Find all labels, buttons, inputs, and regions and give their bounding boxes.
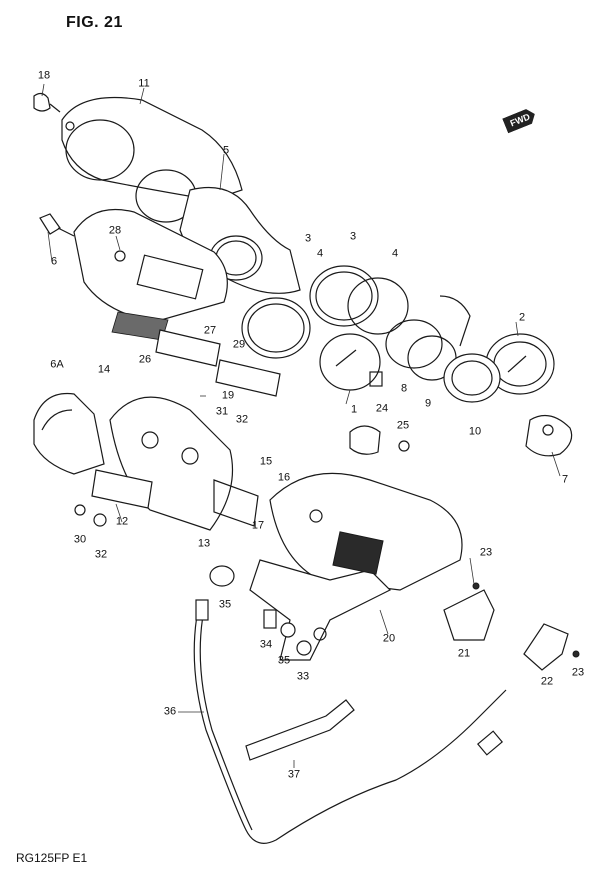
part-6-bulb-socket (39, 213, 75, 237)
leader-lines (41, 83, 561, 768)
callout-35-second: 35 (277, 654, 291, 667)
part-18-screw (33, 92, 61, 113)
part-3-4-meter-rings (241, 265, 457, 381)
callout-34: 34 (259, 638, 273, 651)
callout-25: 25 (396, 419, 410, 432)
part-37-cable-clamp (245, 699, 355, 761)
part-6a-lower-case (33, 392, 105, 475)
part-23-screws (472, 582, 580, 658)
callout-29: 29 (232, 338, 246, 351)
callout-36: 36 (163, 705, 177, 718)
callout-12: 12 (115, 515, 129, 528)
callout-3-second: 3 (349, 230, 357, 243)
callout-13: 13 (197, 537, 211, 550)
part-30-32-grommets (74, 504, 107, 527)
callout-32: 32 (235, 413, 249, 426)
part-13-base-plate (91, 396, 259, 531)
callout-10: 10 (468, 425, 482, 438)
part-7-rear-cover (525, 414, 573, 457)
callout-11: 11 (138, 77, 150, 90)
callout-23: 23 (479, 546, 493, 559)
callout-30: 30 (73, 533, 87, 546)
part-36-speedometer-cable (193, 599, 507, 844)
callout-28: 28 (108, 224, 122, 237)
callout-16: 16 (277, 471, 291, 484)
part-21-stay (443, 589, 495, 641)
callout-24: 24 (375, 402, 389, 415)
part-33-34-35-fasteners (209, 565, 312, 656)
part-lower-cover (73, 208, 228, 323)
callout-9: 9 (424, 397, 432, 410)
callout-17: 17 (251, 519, 265, 532)
part-20-meter-bracket (249, 472, 463, 661)
callout-1: 1 (350, 403, 358, 416)
callout-22: 22 (540, 675, 554, 688)
part-24-lamp-socket (349, 425, 410, 455)
callout-5: 5 (222, 144, 230, 157)
callout-4: 4 (316, 247, 324, 260)
callout-8: 8 (400, 382, 408, 395)
callout-6: 6 (50, 255, 58, 268)
callout-18: 18 (37, 69, 51, 82)
callout-7: 7 (561, 473, 569, 486)
callout-4-second: 4 (391, 247, 399, 260)
callout-32-second: 32 (94, 548, 108, 561)
callout-19: 19 (221, 389, 235, 402)
callout-26: 26 (138, 353, 152, 366)
callout-21: 21 (457, 647, 471, 660)
callout-20: 20 (382, 632, 396, 645)
part-26-indicator-plate (111, 311, 281, 397)
callout-15: 15 (259, 455, 273, 468)
callout-6a: 6A (50, 358, 64, 371)
callout-3: 3 (304, 232, 312, 245)
callout-35: 35 (218, 598, 232, 611)
callout-2: 2 (518, 311, 526, 324)
callout-37: 37 (287, 768, 301, 781)
figure-title: FIG. 21 (66, 14, 123, 31)
part-22-stay (523, 623, 569, 671)
part-10-ring (439, 295, 501, 403)
model-code-label: RG125FP E1 (16, 851, 88, 865)
callout-33: 33 (296, 670, 310, 683)
callout-23-second: 23 (571, 666, 585, 679)
callout-31: 31 (215, 405, 229, 418)
part-1-speedometer (319, 333, 383, 391)
callout-27: 27 (203, 324, 217, 337)
callout-14: 14 (97, 363, 111, 376)
